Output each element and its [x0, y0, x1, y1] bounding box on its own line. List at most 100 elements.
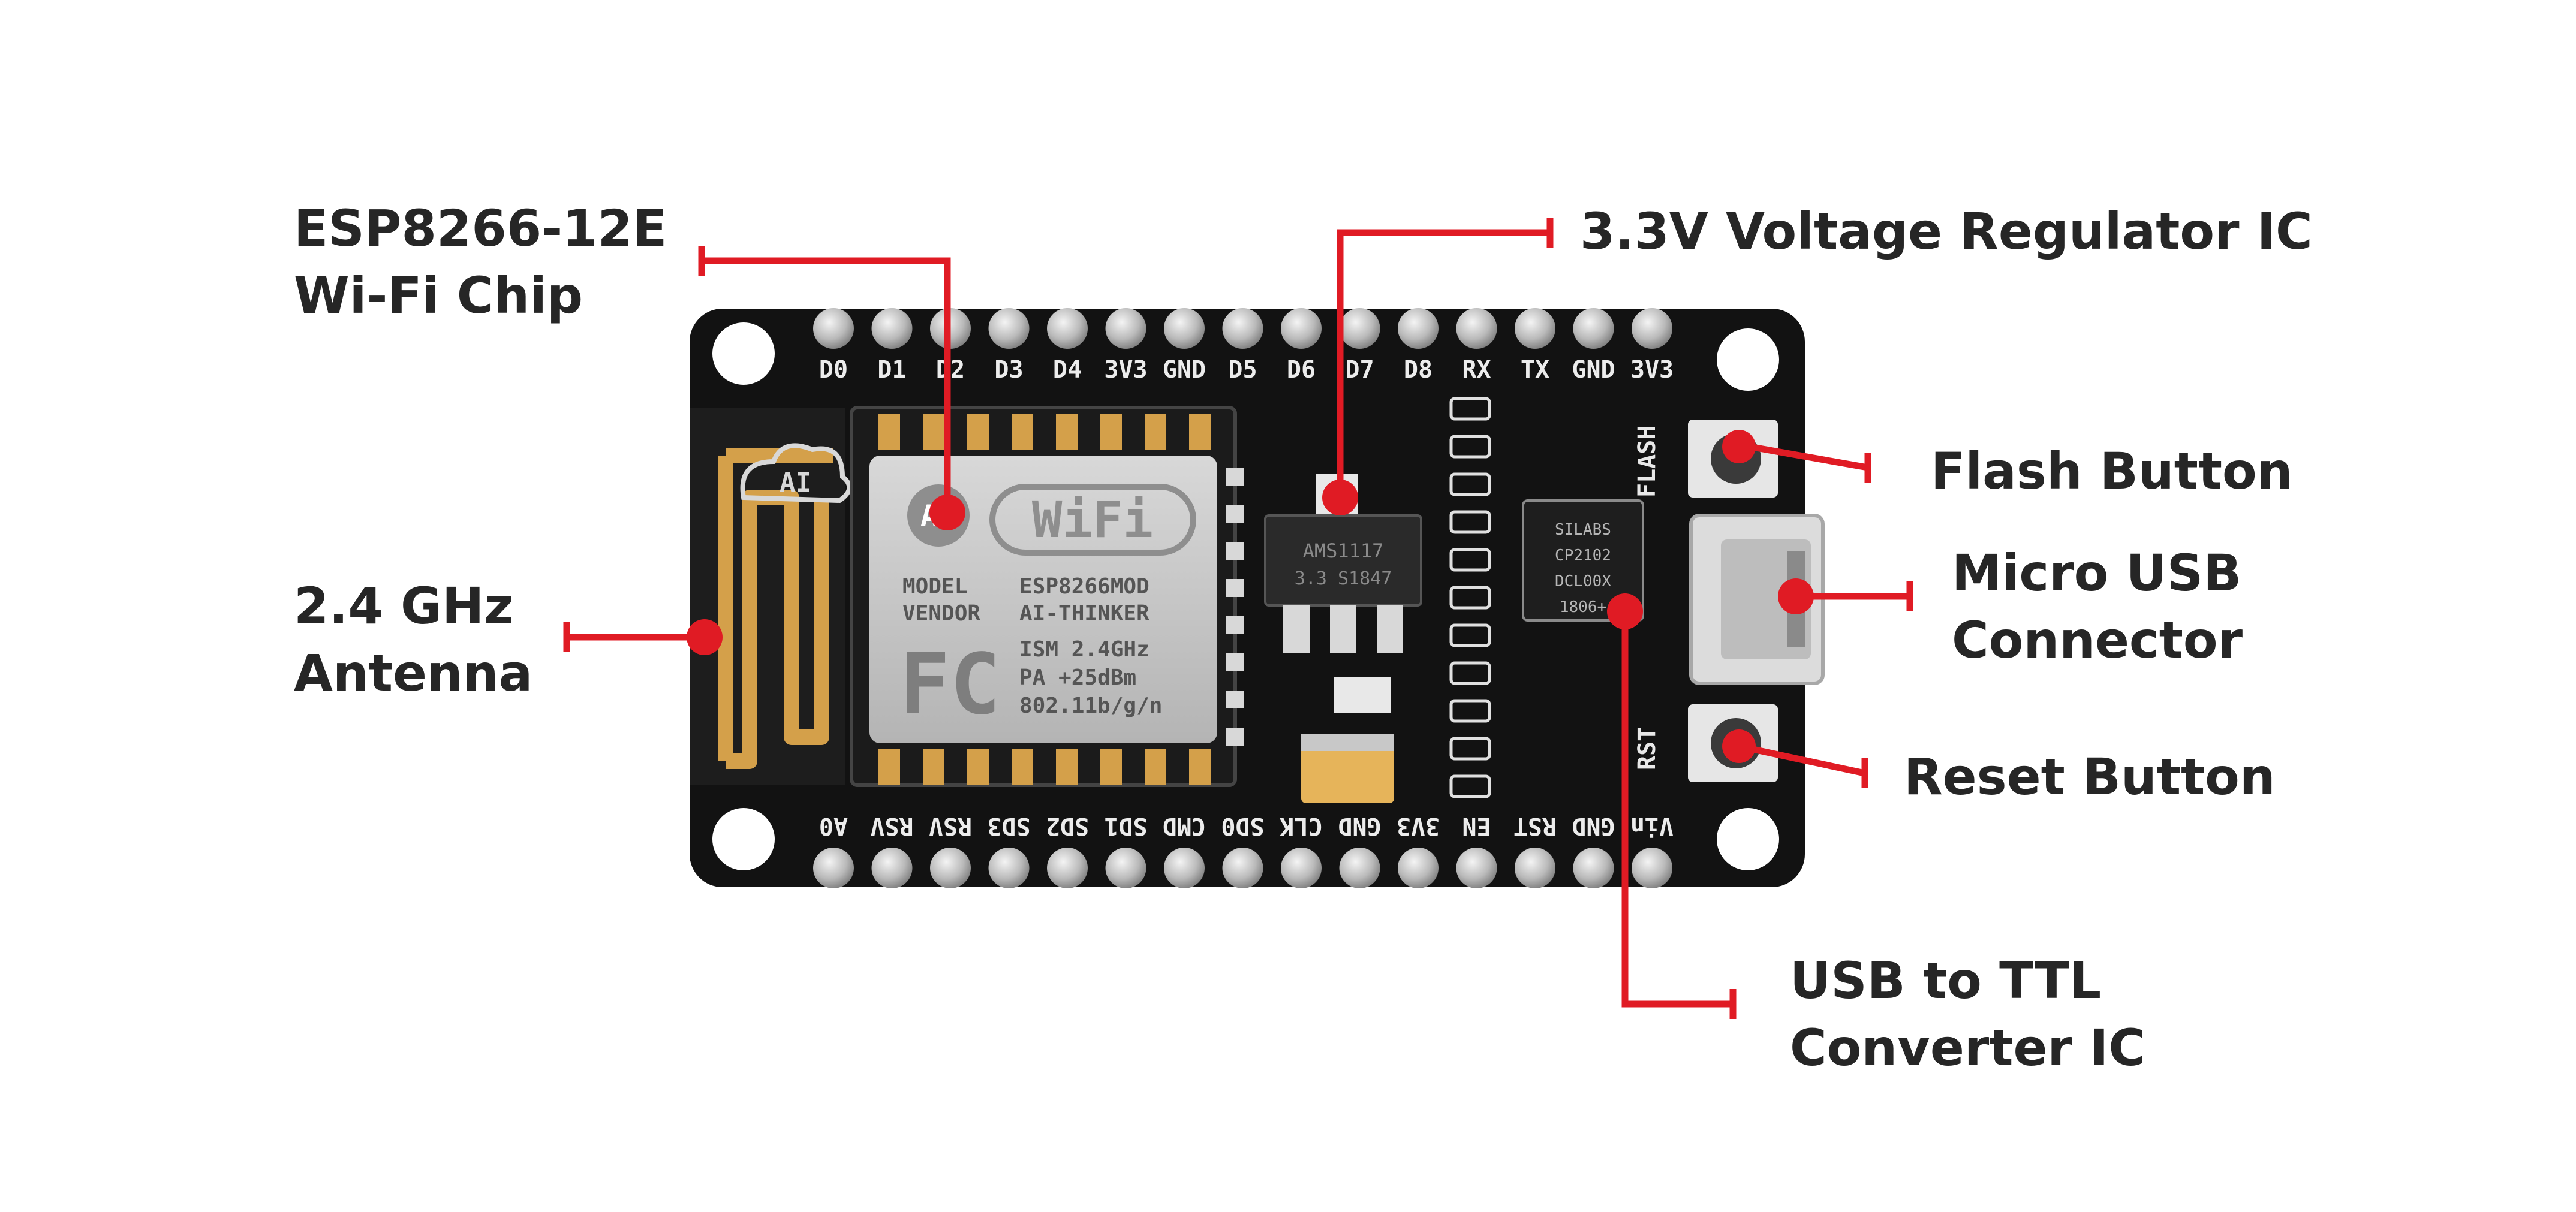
- module-pad: [1100, 749, 1122, 785]
- header-pin: [1515, 848, 1555, 888]
- label-usb-ttl-converter: USB to TTLConverter IC: [1790, 947, 2145, 1081]
- header-pin: [872, 848, 913, 888]
- header-pin: [1047, 308, 1088, 349]
- svg-text:3.3 S1847: 3.3 S1847: [1295, 568, 1392, 589]
- pin-label: GND: [1163, 356, 1206, 384]
- header-pin: [1164, 308, 1205, 349]
- header-pin: [1281, 308, 1322, 349]
- label-flash-button: Flash Button: [1931, 438, 2293, 505]
- pin-label: D7: [1345, 356, 1374, 384]
- pin-label: 3V3: [1630, 356, 1674, 384]
- header-pin: [989, 848, 1030, 888]
- pin-label: SD1: [1104, 812, 1147, 840]
- pin-label: GND: [1338, 812, 1381, 840]
- module-pad: [1056, 414, 1078, 450]
- pin-label: SD3: [987, 812, 1030, 840]
- module-pad: [1100, 414, 1122, 450]
- header-pin: [1573, 308, 1614, 349]
- header-pin: [1398, 308, 1439, 349]
- module-pad: [1189, 414, 1211, 450]
- mounting-hole: [1717, 808, 1779, 870]
- label-antenna: 2.4 GHzAntenna: [294, 572, 532, 707]
- flash-board-label: FLASH: [1633, 426, 1661, 498]
- header-pin: [1340, 308, 1380, 349]
- header-pin: [1340, 848, 1380, 888]
- header-pin: [1456, 848, 1497, 888]
- module-pad: [923, 749, 944, 785]
- mounting-hole: [712, 322, 775, 385]
- pin-label: SD2: [1046, 812, 1089, 840]
- module-pad: [1145, 749, 1166, 785]
- pin-label: RX: [1462, 356, 1491, 384]
- svg-text:FC: FC: [899, 636, 1001, 734]
- header-pin: [1456, 308, 1497, 349]
- svg-text:1806+: 1806+: [1560, 598, 1606, 616]
- pin-label: D6: [1287, 356, 1316, 384]
- svg-text:AI: AI: [780, 468, 811, 498]
- module-pad: [1226, 542, 1244, 560]
- pin-label: RST: [1513, 812, 1557, 840]
- pin-label: D5: [1228, 356, 1257, 384]
- svg-text:CP2102: CP2102: [1555, 547, 1611, 565]
- pin-label: CLK: [1280, 812, 1323, 840]
- module-pad: [1226, 691, 1244, 708]
- module-pad: [1226, 468, 1244, 486]
- mounting-hole: [712, 808, 775, 870]
- module-pad: [1189, 749, 1211, 785]
- svg-text:AI-THINKER: AI-THINKER: [1019, 601, 1149, 626]
- header-pin: [1106, 308, 1146, 349]
- pin-label: RSV: [929, 812, 972, 840]
- mounting-hole: [1717, 328, 1779, 391]
- header-pin: [1632, 848, 1672, 888]
- header-pin: [1515, 308, 1555, 349]
- svg-text:SILABS: SILABS: [1555, 521, 1611, 539]
- bottom-pin-labels: A0 RSV RSV SD3 SD2 SD1 CMD SD0 CLK GND 3V3 EN RST GND…: [819, 812, 1674, 840]
- svg-text:WiFi: WiFi: [1032, 490, 1153, 549]
- label-reset-button: Reset Button: [1904, 743, 2276, 810]
- pin-label: Vin: [1630, 812, 1674, 840]
- header-pin: [813, 848, 854, 888]
- header-pin: [1106, 848, 1146, 888]
- pin-label: SD0: [1221, 812, 1264, 840]
- module-pad: [1226, 728, 1244, 746]
- header-pin: [989, 308, 1030, 349]
- header-pin: [813, 308, 854, 349]
- module-pad: [967, 414, 989, 450]
- module-pad: [1145, 414, 1166, 450]
- svg-text:PA +25dBm: PA +25dBm: [1019, 665, 1136, 690]
- pin-label: RSV: [870, 812, 913, 840]
- svg-text:MODEL: MODEL: [902, 574, 967, 599]
- header-pin: [1281, 848, 1322, 888]
- pin-label: D8: [1404, 356, 1433, 384]
- module-pad: [1226, 653, 1244, 671]
- label-micro-usb: Micro USBConnector: [1952, 539, 2243, 674]
- esp8266-module: AI WiFi MODEL ESP8266MOD VENDOR AI-THINK…: [851, 408, 1244, 785]
- module-pad: [878, 414, 900, 450]
- header-pin: [1223, 308, 1263, 349]
- header-pin: [1573, 848, 1614, 888]
- pin-label: TX: [1521, 356, 1549, 384]
- module-pad: [878, 749, 900, 785]
- pin-label: GND: [1572, 812, 1615, 840]
- pin-label: D0: [819, 356, 848, 384]
- pin-label: D1: [877, 356, 906, 384]
- svg-text:DCL00X: DCL00X: [1555, 572, 1611, 590]
- label-voltage-regulator: 3.3V Voltage Regulator IC: [1580, 198, 2313, 265]
- pin-label: 3V3: [1397, 812, 1440, 840]
- module-pad: [1226, 579, 1244, 597]
- svg-text:VENDOR: VENDOR: [902, 601, 980, 626]
- pin-label: EN: [1462, 812, 1491, 840]
- bottom-header-pins: [813, 848, 1672, 888]
- pin-label: D3: [994, 356, 1023, 384]
- module-pad: [967, 749, 989, 785]
- module-pad: [1226, 616, 1244, 634]
- svg-text:802.11b/g/n: 802.11b/g/n: [1019, 694, 1162, 718]
- header-pin: [1398, 848, 1439, 888]
- pin-label: A0: [819, 812, 848, 840]
- header-pin: [1164, 848, 1205, 888]
- module-pad: [923, 414, 944, 450]
- svg-text:AMS1117: AMS1117: [1303, 539, 1384, 562]
- pin-label: CMD: [1163, 812, 1206, 840]
- label-esp8266-chip: ESP8266-12EWi-Fi Chip: [294, 195, 667, 329]
